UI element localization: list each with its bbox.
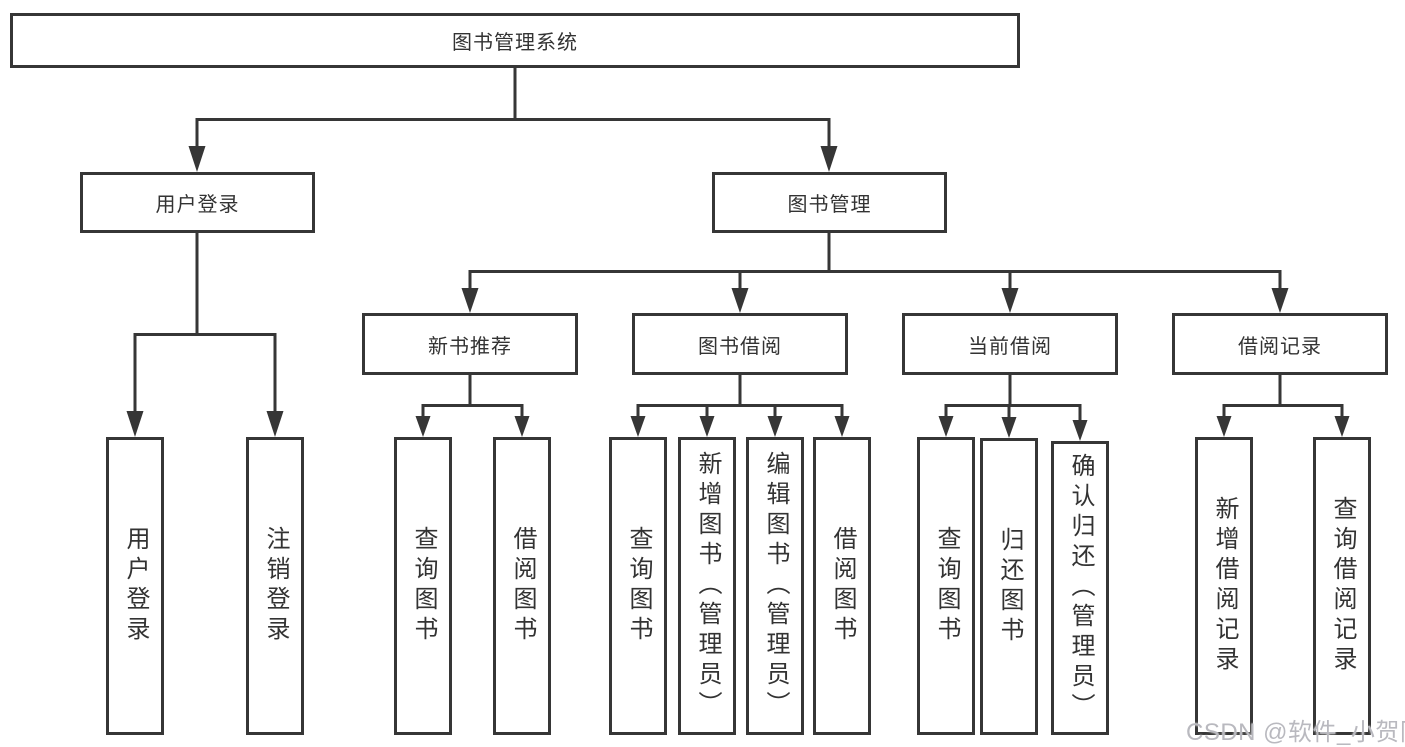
arrowhead-down	[188, 146, 838, 172]
arrowhead-down	[461, 288, 1289, 313]
node-label: 归还图书	[996, 526, 1023, 647]
connector-line	[1222, 375, 1344, 421]
node-current-borrow: 当前借阅	[902, 313, 1118, 375]
node-add-borrow-record: 新增借阅记录	[1195, 437, 1253, 735]
connector-user-login-branch	[126, 233, 284, 437]
node-label: 新增图书（管理员）	[694, 451, 721, 721]
node-logout: 注销登录	[246, 437, 304, 735]
connector-line	[133, 233, 277, 418]
connector-line	[944, 375, 1082, 424]
arrowhead-down	[415, 416, 530, 437]
node-query-books-recommend: 查询图书	[394, 437, 452, 735]
node-label: 查询图书	[625, 526, 652, 646]
node-borrow-records: 借阅记录	[1172, 313, 1388, 375]
connector-line	[636, 375, 844, 421]
node-root: 图书管理系统	[10, 13, 1020, 68]
connector-line	[195, 68, 831, 154]
node-query-borrow-record: 查询借阅记录	[1313, 437, 1371, 735]
node-label: 查询图书	[933, 526, 960, 646]
node-return-books: 归还图书	[980, 438, 1038, 735]
connector-new-books-branch	[415, 375, 530, 437]
node-label: 确认归还（管理员）	[1067, 453, 1094, 723]
connector-borrow-records-branch	[1216, 375, 1350, 437]
node-new-book-recommend: 新书推荐	[362, 313, 578, 375]
arrowhead-down	[630, 416, 850, 437]
node-label: 查询图书	[410, 526, 437, 646]
connector-line	[421, 375, 524, 421]
node-label: 注销登录	[262, 526, 289, 646]
arrowhead-down	[1216, 416, 1350, 437]
node-user-login-action: 用户登录	[106, 437, 164, 735]
node-borrow-books-recommend: 借阅图书	[493, 437, 551, 735]
node-user-login: 用户登录	[80, 172, 315, 233]
node-label: 编辑图书（管理员）	[762, 451, 789, 721]
node-label: 借阅图书	[509, 526, 536, 646]
node-label: 查询借阅记录	[1329, 496, 1356, 676]
node-add-book-admin: 新增图书（管理员）	[678, 437, 736, 735]
connector-root-branch	[188, 68, 838, 172]
node-edit-book-admin: 编辑图书（管理员）	[746, 437, 804, 735]
node-label: 用户登录	[122, 526, 149, 646]
arrowhead-down	[126, 411, 284, 437]
connector-line	[468, 233, 1282, 294]
connector-book-mgmt-branch	[461, 233, 1289, 313]
node-confirm-return-admin: 确认归还（管理员）	[1051, 441, 1109, 735]
connector-current-borrow-branch	[938, 375, 1088, 441]
node-query-books-borrow: 查询图书	[609, 437, 667, 735]
connector-book-borrow-branch	[630, 375, 850, 437]
node-borrow-books-action: 借阅图书	[813, 437, 871, 735]
node-book-mgmt: 图书管理	[712, 172, 947, 233]
node-label: 借阅图书	[829, 526, 856, 646]
csdn-watermark: CSDN @软件_小贺同学	[1186, 719, 1405, 746]
node-label: 新增借阅记录	[1211, 496, 1238, 676]
node-book-borrow: 图书借阅	[632, 313, 848, 375]
node-query-books-current: 查询图书	[917, 437, 975, 735]
